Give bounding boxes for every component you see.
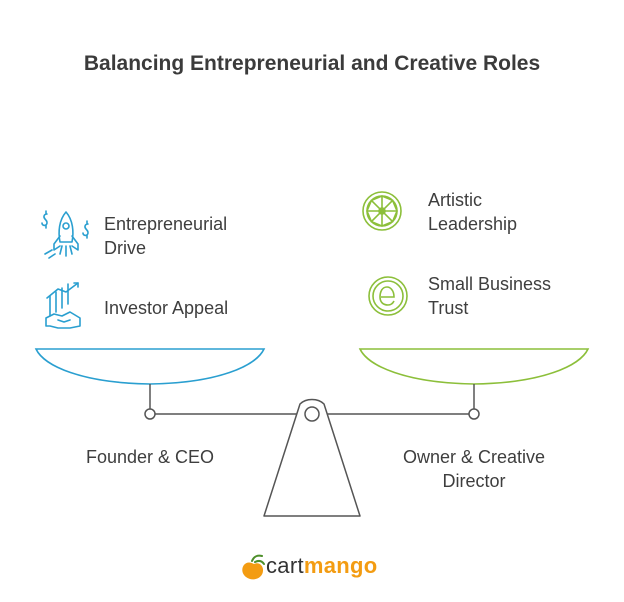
fulcrum (263, 398, 361, 517)
left-pan (34, 348, 266, 385)
mango-icon (242, 554, 265, 580)
left-pivot (144, 408, 156, 420)
entrepreneurial-drive-label: Entrepreneurial Drive (104, 214, 228, 258)
handshake-chart-icon (45, 282, 81, 329)
right-pivot (468, 408, 480, 420)
small-business-trust-label: Small Business Trust (428, 274, 552, 318)
rocket-icon (41, 210, 89, 259)
fulcrum-pivot (304, 406, 320, 422)
wheel-icon (362, 191, 402, 231)
owner-creative-director-label: Owner & Creative Director (402, 447, 546, 491)
founder-ceo-label: Founder & CEO (85, 447, 215, 467)
right-pan (358, 348, 590, 385)
artistic-leadership-label: Artistic Leadership (428, 190, 518, 234)
investor-appeal-label: Investor Appeal (104, 298, 229, 318)
page-title: Balancing Entrepreneurial and Creative R… (83, 52, 541, 75)
coin-e-icon (368, 276, 408, 316)
